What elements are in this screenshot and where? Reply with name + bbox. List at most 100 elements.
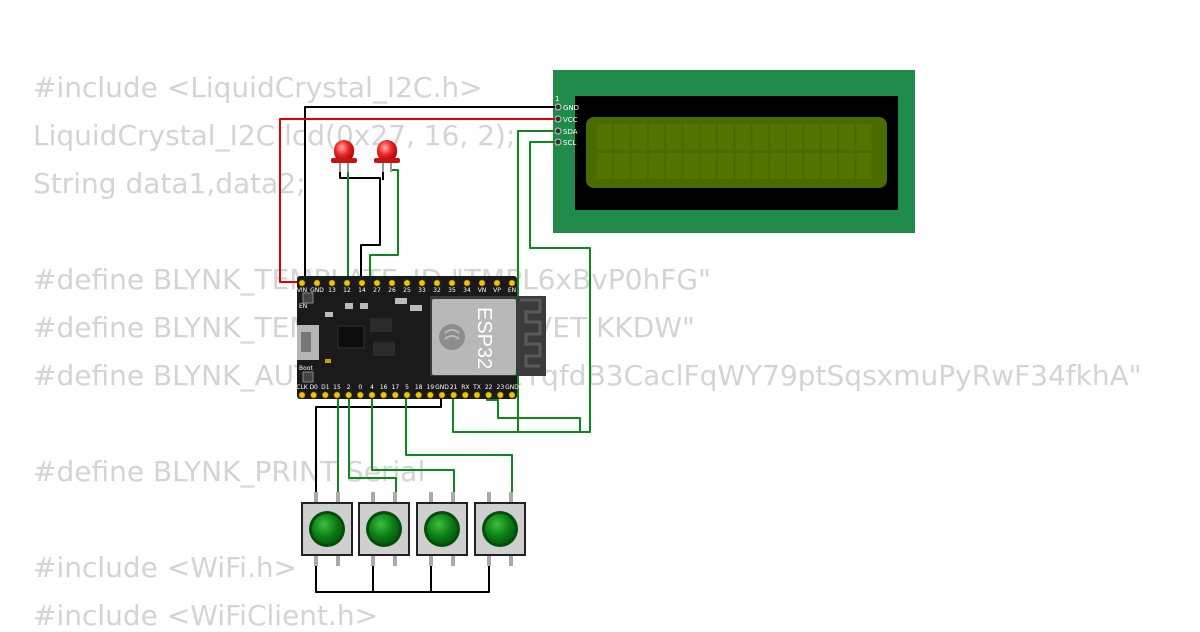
esp32-pin-label: 4 (370, 384, 374, 391)
esp32-pin-label: GND (435, 384, 449, 391)
esp32-pin[interactable] (462, 391, 469, 399)
esp32-pin[interactable] (485, 391, 492, 399)
esp32-label: ESP32 (473, 307, 495, 369)
wire-buttons-gnd-3[interactable] (431, 565, 490, 593)
esp32-pin[interactable] (493, 279, 501, 287)
esp32-pin[interactable] (328, 279, 336, 287)
esp32-pin-label: 14 (358, 287, 366, 294)
wire-buttons-gnd-2[interactable] (373, 565, 432, 593)
esp32-pin-label: 26 (388, 287, 396, 294)
esp32-pin[interactable] (357, 391, 364, 399)
pushbutton-2[interactable] (358, 492, 410, 566)
esp32-pin[interactable] (322, 391, 329, 399)
pushbutton-cap (369, 514, 399, 544)
lcd-module[interactable]: 1 GND VCC SDA SCL (553, 70, 915, 233)
esp32-pin[interactable] (388, 279, 396, 287)
pushbutton-1[interactable] (301, 492, 353, 566)
esp32-pin[interactable] (508, 279, 516, 287)
esp32-pin[interactable] (403, 279, 411, 287)
wire-led2-signal[interactable] (369, 169, 399, 280)
esp32-pin[interactable] (333, 391, 341, 399)
esp32-pin-label: 2 (347, 384, 351, 391)
lcd-cell (666, 153, 682, 179)
lcd-pin-scl-label: SCL (563, 139, 576, 147)
wire-lcd-scl[interactable] (452, 141, 591, 433)
wire-esp-gnd-buttons[interactable] (315, 395, 442, 492)
pushbutton-4[interactable] (474, 492, 526, 566)
pushbutton-cap (312, 514, 342, 544)
lcd-cell (804, 124, 820, 150)
lcd-cell (821, 153, 837, 179)
wire-lcd-vcc[interactable] (279, 118, 555, 283)
boot-label: Boot (299, 365, 313, 372)
esp32-pin[interactable] (478, 279, 486, 287)
esp32-pin[interactable] (392, 391, 399, 399)
esp32-pin-label: 0 (358, 384, 362, 391)
esp32-pin[interactable] (433, 279, 441, 287)
esp32-pin-label: 35 (448, 287, 456, 294)
led-1[interactable] (331, 140, 357, 172)
code-line-3: String data1,data2; (33, 167, 306, 200)
lcd-cell (597, 124, 612, 150)
esp32-pin-label: D1 (321, 384, 330, 391)
lcd-cell (683, 153, 699, 179)
lcd-cell (770, 153, 785, 179)
esp32-pin-label: CLK (296, 384, 309, 391)
lcd-cell (752, 124, 768, 150)
esp32-pin[interactable] (448, 279, 456, 287)
esp32-pin[interactable] (415, 391, 422, 399)
pushbutton-3[interactable] (416, 492, 468, 566)
lcd-cell (856, 124, 872, 150)
esp32-pin[interactable] (427, 391, 434, 399)
esp32-pin[interactable] (358, 279, 366, 287)
esp32-pin-label: 22 (485, 384, 493, 391)
wire-lcd-sda[interactable] (486, 130, 581, 433)
esp32-pin[interactable] (463, 279, 471, 287)
lcd-cell (787, 153, 803, 179)
lcd-pin-gnd-label: GND (563, 104, 579, 112)
esp32-pin[interactable] (380, 391, 387, 399)
wire-led1-gnd[interactable] (339, 170, 381, 280)
esp32-pin[interactable] (450, 391, 457, 399)
esp32-pin[interactable] (310, 391, 317, 399)
esp32-pin-label: 12 (343, 287, 351, 294)
esp32-pin[interactable] (403, 391, 411, 399)
esp32-pin[interactable] (508, 391, 516, 399)
esp32-pin-label: 15 (333, 384, 341, 391)
code-line-11: #include <WiFi.h> (33, 551, 298, 584)
esp32-pin-label: 33 (418, 287, 426, 294)
wire-button3-signal[interactable] (371, 395, 455, 492)
lcd-cell (718, 124, 734, 150)
esp32-pin-label: VP (493, 287, 501, 294)
wire-button2-signal[interactable] (348, 395, 397, 492)
code-line-1: #include <LiquidCrystal_I2C.h> (33, 71, 483, 104)
wire-buttons-gnd-1[interactable] (315, 565, 374, 593)
lcd-cell (683, 124, 699, 150)
pushbuttons (301, 492, 526, 566)
esp32-pin[interactable] (368, 391, 376, 399)
esp32-pin[interactable] (345, 391, 352, 399)
esp32-pin[interactable] (313, 279, 321, 287)
en-button[interactable] (302, 292, 314, 304)
led-1-body (334, 140, 354, 162)
esp32-pin[interactable] (298, 279, 306, 287)
esp32-pin[interactable] (438, 391, 446, 399)
esp32-pin[interactable] (473, 391, 481, 399)
esp32-pin[interactable] (298, 391, 306, 399)
esp32-pin-label: 18 (415, 384, 423, 391)
wire-lcd-gnd[interactable] (304, 106, 555, 280)
esp32-pin[interactable] (373, 279, 381, 287)
esp32-pin-label: 34 (463, 287, 471, 294)
lcd-cell (770, 124, 785, 150)
wire-button4-signal[interactable] (405, 395, 513, 492)
esp32-pin[interactable] (343, 279, 351, 287)
esp32-pin-label: 5 (405, 384, 409, 391)
boot-button[interactable] (302, 371, 314, 383)
lcd-cell (597, 153, 612, 179)
led-2[interactable] (374, 140, 400, 172)
esp32-pin[interactable] (418, 279, 426, 287)
esp32-pin[interactable] (497, 391, 504, 399)
